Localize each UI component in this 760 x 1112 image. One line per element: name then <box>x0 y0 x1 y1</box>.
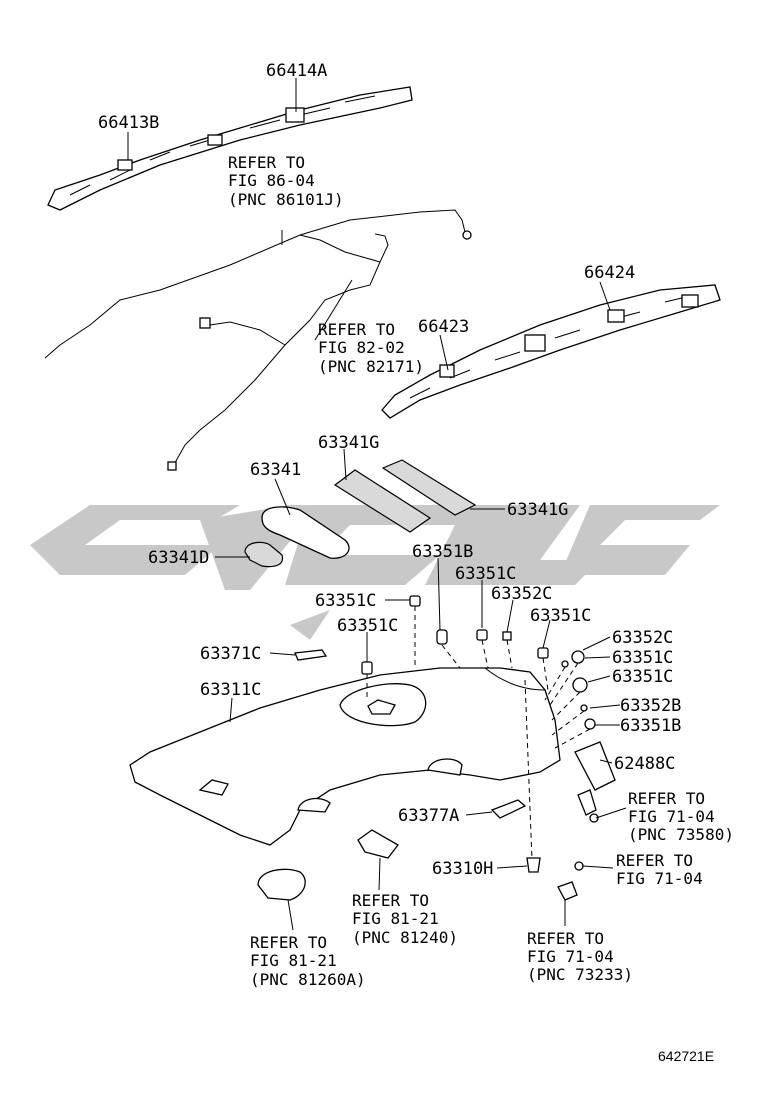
diagram-id: 642721E <box>658 1048 714 1064</box>
ref5-line1: REFER TO <box>352 891 429 910</box>
rail-66413b-66414a <box>47 86 413 211</box>
pads-63341 <box>244 459 477 568</box>
label-63311c: 63311C <box>200 680 261 700</box>
ref6-line2: FIG 81-21 <box>250 951 337 970</box>
label-63351c-2: 63351C <box>530 606 591 626</box>
label-63341: 63341 <box>250 460 301 480</box>
lower-parts <box>257 741 616 901</box>
ref1-line3: (PNC 86101J) <box>228 190 344 209</box>
ref7-line3: (PNC 73233) <box>527 965 633 984</box>
ref6-line3: (PNC 81260A) <box>250 970 366 989</box>
label-63351c-5: 63351C <box>612 648 673 668</box>
label-63352c-2: 63352C <box>612 628 673 648</box>
label-63352b: 63352B <box>620 696 681 716</box>
ref3-line1: REFER TO <box>628 789 705 808</box>
label-63351c-3: 63351C <box>315 591 376 611</box>
label-63351c-4: 63351C <box>337 616 398 636</box>
ref7-line1: REFER TO <box>527 929 604 948</box>
ref3-line3: (PNC 73580) <box>628 825 734 844</box>
label-63371c: 63371C <box>200 644 261 664</box>
label-63352c-1: 63352C <box>491 584 552 604</box>
label-63351b-2: 63351B <box>620 716 681 736</box>
label-66423: 66423 <box>418 317 469 337</box>
rail-66423-66424 <box>381 284 721 419</box>
labels: 66414A 66413B REFER TO FIG 86-04 (PNC 86… <box>98 61 734 1064</box>
label-63351c-1: 63351C <box>455 564 516 584</box>
headliner-63311c <box>129 667 561 846</box>
label-63310h: 63310H <box>432 859 493 879</box>
ref2-line3: (PNC 82171) <box>318 357 424 376</box>
label-66424: 66424 <box>584 263 635 283</box>
ref4-line1: REFER TO <box>616 851 693 870</box>
dashed-leaders <box>366 606 591 861</box>
ref6-line1: REFER TO <box>250 933 327 952</box>
label-66414a: 66414A <box>266 61 327 81</box>
ref2-line2: FIG 82-02 <box>318 338 405 357</box>
label-63341d: 63341D <box>148 548 209 568</box>
label-63351c-6: 63351C <box>612 667 673 687</box>
label-leaders <box>127 78 627 931</box>
label-63341g-top: 63341G <box>318 433 379 453</box>
ref2-line1: REFER TO <box>318 320 395 339</box>
wire-harness-86101j <box>44 209 472 471</box>
label-62488c: 62488C <box>614 754 675 774</box>
ref5-line2: FIG 81-21 <box>352 909 439 928</box>
label-66413b: 66413B <box>98 113 159 133</box>
ref1-line1: REFER TO <box>228 153 305 172</box>
ref7-line2: FIG 71-04 <box>527 947 614 966</box>
ref5-line3: (PNC 81240) <box>352 928 458 947</box>
label-63341g-right: 63341G <box>507 500 568 520</box>
label-63351b-top: 63351B <box>412 542 473 562</box>
ref4-line2: FIG 71-04 <box>616 869 703 888</box>
ref3-line2: FIG 71-04 <box>628 807 715 826</box>
ref1-line2: FIG 86-04 <box>228 171 315 190</box>
label-63377a: 63377A <box>398 806 459 826</box>
